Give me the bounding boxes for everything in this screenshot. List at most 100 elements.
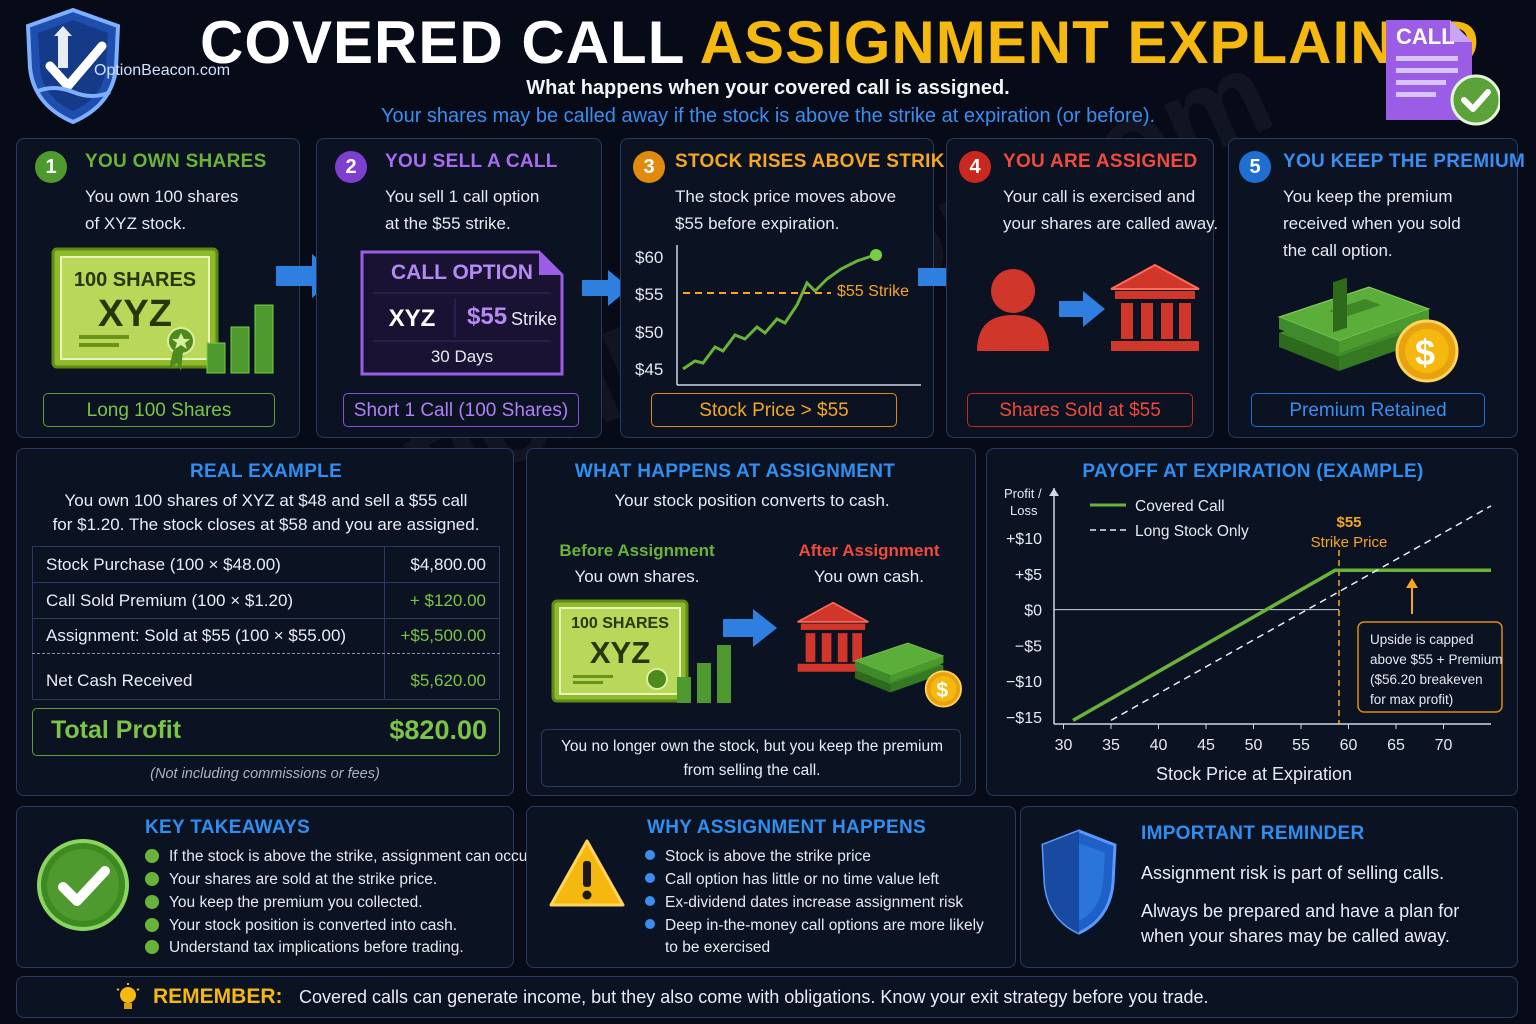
step-2-line1: You sell 1 call option [385,187,540,206]
mini-y-label: $45 [635,360,663,379]
reminder-line1: Assignment risk is part of selling calls… [1141,863,1445,883]
person-icon [977,269,1049,351]
list-item: Understand tax implications before tradi… [145,939,464,957]
bullet-dot [645,873,655,883]
real-example-intro2: for $1.20. The stock closes at $58 and y… [52,515,480,534]
assignment-note-box: You no longer own the stock, but you kee… [541,729,961,787]
brand-logo[interactable]: OptionBeacon.com [18,6,258,126]
step-4-number: 4 [959,151,991,183]
takeaways-title: KEY TAKEAWAYS [145,817,311,838]
payoff-title: PAYOFF AT EXPIRATION (EXAMPLE) [1082,461,1424,482]
x-tick-label: 60 [1340,737,1358,754]
step-4-tag: Shares Sold at $55 [967,393,1193,427]
share-certificate-icon: 100 SHARES XYZ [51,247,291,377]
y-tick-label: $0 [1024,603,1042,620]
before-title: Before Assignment [559,541,715,560]
step-3-tag: Stock Price > $55 [651,393,897,427]
list-item: Stock is above the strike price [645,848,871,866]
callout-line: above $55 + Premium [1370,652,1502,667]
mini-y-label: $50 [635,323,663,342]
brand-text: OptionBeacon.com [94,62,231,79]
step-3-number: 3 [633,151,665,183]
share-certificate-icon: 100 SHARES XYZ [551,599,741,709]
list-item: Deep in-the-money call options are more … [645,917,984,935]
mini-strike-label: $55 Strike [837,283,909,300]
step-4-line2: your shares are called away. [1003,214,1219,233]
y-tick-label: +$5 [1015,567,1042,584]
step-3-panel: 3 STOCK RISES ABOVE STRIKE The stock pri… [620,138,957,438]
page-subtitle: What happens when your covered call is a… [526,77,1010,99]
table-row: Call Sold Premium (100 × $1.20)+ $120.00 [32,583,500,619]
x-tick-label: 40 [1150,737,1168,754]
step-2-tag: Short 1 Call (100 Shares) [343,393,579,427]
page-subtitle2: Your shares may be called away if the st… [380,105,1156,127]
reminder-line2: Always be prepared and have a plan for [1141,901,1460,921]
step-1-title: YOU OWN SHARES [85,151,267,172]
long-stock-line [1110,505,1492,722]
assignment-subtitle: Your stock position converts to cash. [614,491,890,510]
cash-stack-icon: $ [1277,277,1459,383]
payoff-y-axis-arrow [1049,488,1059,496]
list-item: You keep the premium you collected. [145,894,423,912]
after-title: After Assignment [798,541,940,560]
bank-icon [1110,263,1200,351]
step-5-number: 5 [1239,151,1271,183]
step-3-title: STOCK RISES ABOVE STRIKE [675,151,958,172]
footer-label: REMEMBER: [153,985,283,1008]
bullet-dot [645,850,655,860]
table-row: Assignment: Sold at $55 (100 × $55.00)+$… [32,618,500,654]
step-2-title: YOU SELL A CALL [385,151,558,172]
x-tick-label: 30 [1055,737,1073,754]
list-item-continued: to be exercised [665,939,771,956]
step-3-line1: The stock price moves above [675,187,897,206]
step-5-line3: the call option. [1283,241,1393,260]
y-tick-label: −$15 [1006,710,1042,727]
list-item: Ex-dividend dates increase assignment ri… [645,894,963,912]
reminder-panel: IMPORTANT REMINDER Assignment risk is pa… [1020,806,1518,968]
check-icon [145,918,159,932]
legend-long-label: Long Stock Only [1135,523,1249,540]
shield-logo-icon [25,7,121,125]
strike-label-line2: Strike Price [1311,534,1388,551]
step-5-title: YOU KEEP THE PREMIUM [1283,151,1526,172]
call-card-title: CALL OPTION [391,261,533,284]
step-2-line2: at the $55 strike. [385,214,511,233]
step-1-line2: of XYZ stock. [85,214,187,233]
example-table [32,546,500,700]
assignment-note2: from selling the call. [683,762,821,779]
svg-text:$: $ [1415,332,1435,373]
check-icon [145,895,159,909]
payoff-ylabel-line1: Profit / [1004,486,1042,501]
arrow-right-icon [582,270,630,306]
x-tick-label: 50 [1245,737,1263,754]
bank-icon [797,601,869,672]
call-card-strike: $55 [467,303,508,330]
assignment-panel: WHAT HAPPENS AT ASSIGNMENT Your stock po… [526,448,976,796]
arrow-right-icon [723,609,777,647]
check-badge-icon [37,839,129,931]
reminder-line3: when your shares may be called away. [1141,926,1450,946]
step-4-panel: 4 YOU ARE ASSIGNED Your call is exercise… [946,138,1218,438]
takeaways-panel: KEY TAKEAWAYS If the stock is above the … [16,806,536,968]
total-profit-value: $820.00 [389,715,487,745]
list-item: If the stock is above the strike, assign… [145,848,536,866]
x-tick-label: 45 [1197,737,1215,754]
cert-line1: 100 SHARES [73,269,197,291]
cert-line1: 100 SHARES [571,615,669,632]
call-card-days: 30 Days [430,347,494,366]
x-tick-label: 65 [1387,737,1405,754]
why-panel: WHY ASSIGNMENT HAPPENS Stock is above th… [526,806,1016,968]
table-row: Net Cash Received$5,620.00 [46,671,486,690]
total-profit-label: Total Profit [51,716,182,744]
covered-call-line [1072,568,1491,722]
svg-text:$: $ [936,678,948,702]
y-tick-label: −$5 [1015,638,1042,655]
x-tick-label: 35 [1102,737,1120,754]
x-tick-label: 70 [1435,737,1453,754]
page-title: COVERED CALL ASSIGNMENT EXPLAINED [200,8,1479,78]
callout-line: Upside is capped [1370,632,1474,647]
call-card-ticker: XYZ [388,305,436,332]
payoff-xlabel: Stock Price at Expiration [1156,764,1352,784]
step-5-line2: received when you sold [1283,214,1461,233]
assignment-title: WHAT HAPPENS AT ASSIGNMENT [574,461,896,482]
